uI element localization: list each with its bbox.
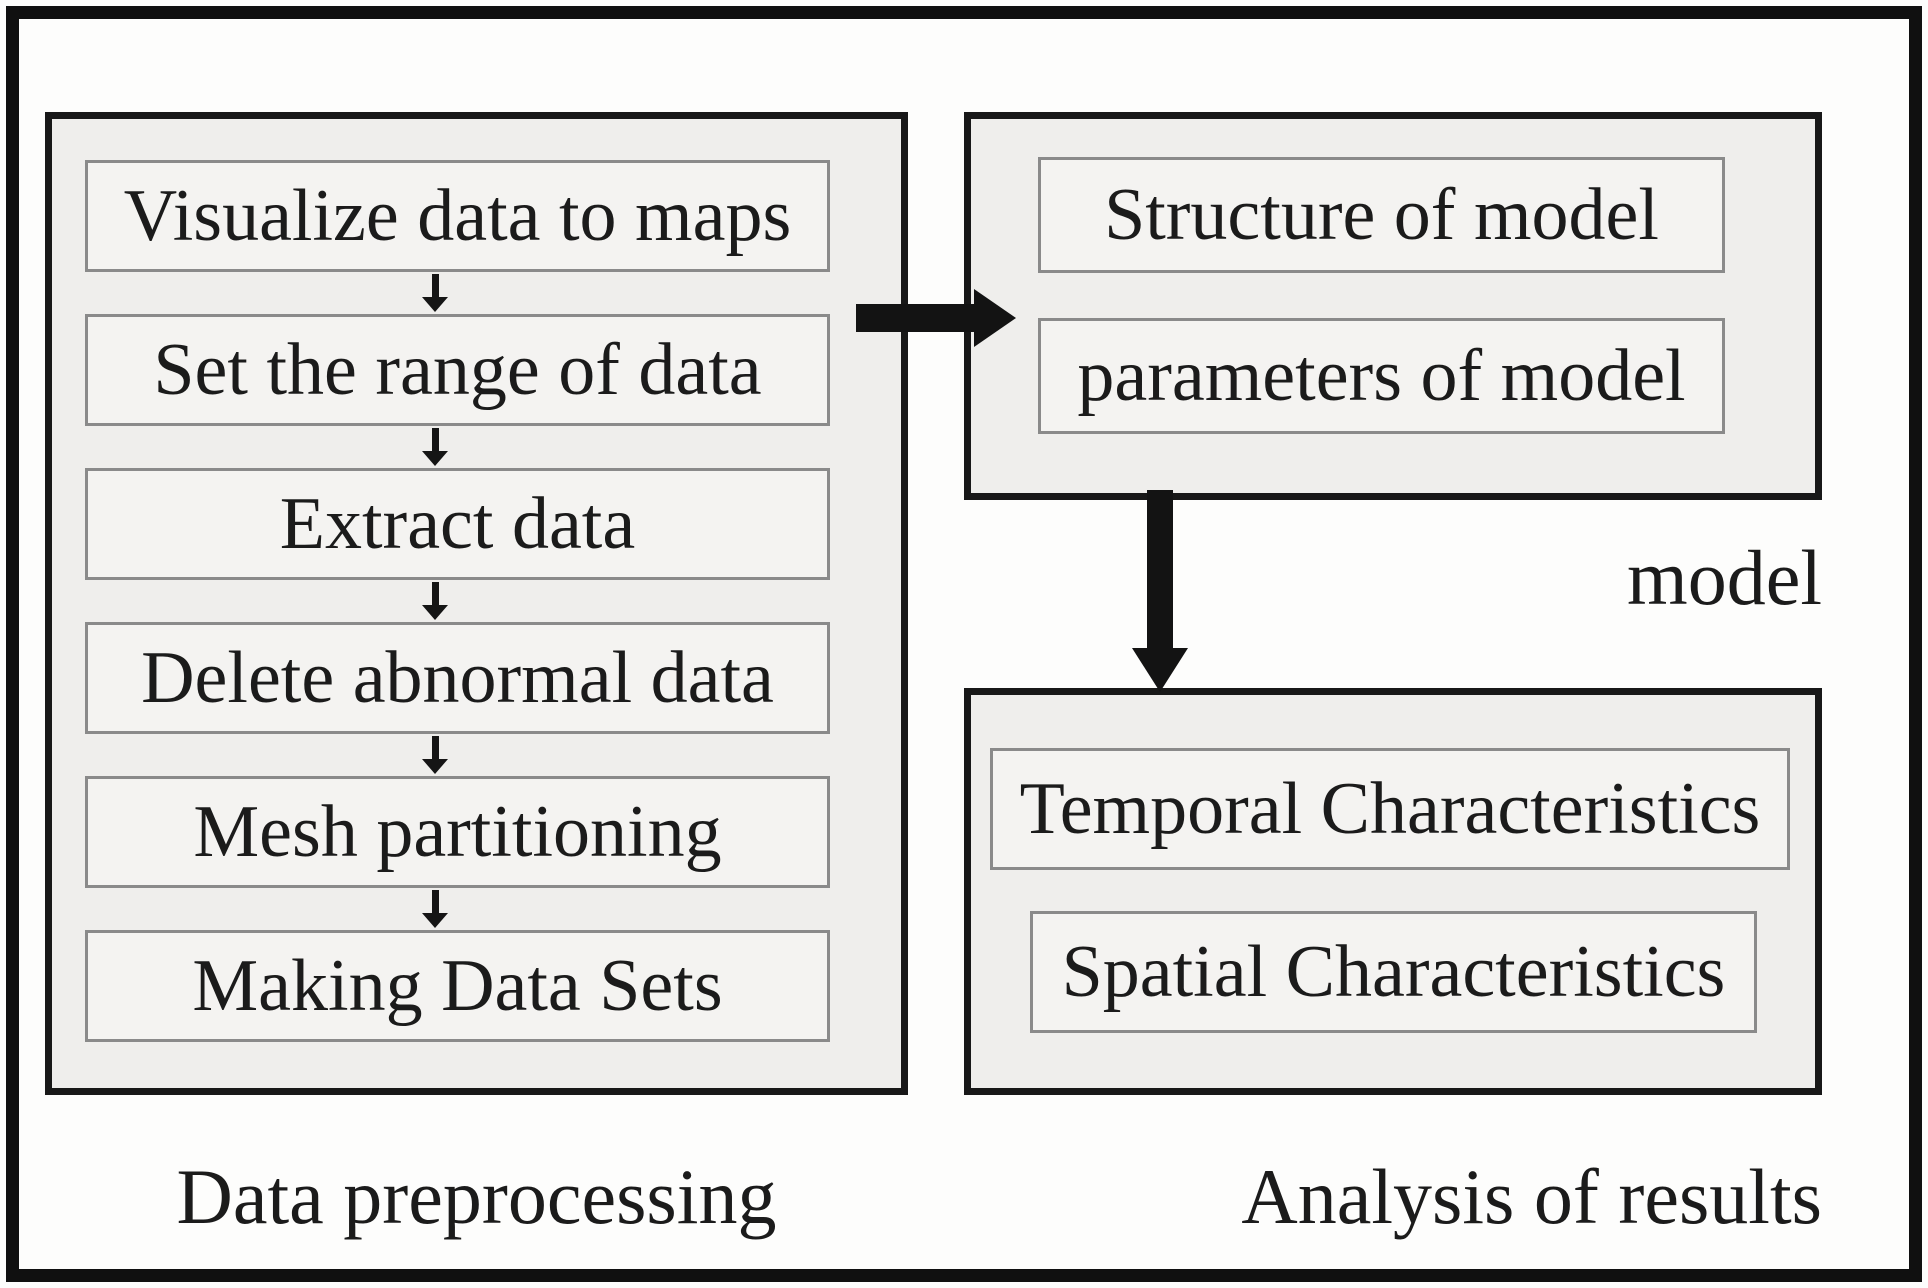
flow-down-arrow-icon	[422, 582, 448, 620]
temporal-characteristics-box: Temporal Characteristics	[990, 748, 1790, 870]
step-box-visualize-data: Visualize data to maps	[85, 160, 830, 272]
model-parameters-box: parameters of model	[1038, 318, 1725, 434]
flow-down-arrow-icon	[422, 736, 448, 774]
step-box-set-range: Set the range of data	[85, 314, 830, 426]
step-box-delete-abnormal: Delete abnormal data	[85, 622, 830, 734]
analysis-results-caption: Analysis of results	[1241, 1153, 1822, 1240]
flow-down-arrow-icon	[1132, 490, 1188, 692]
step-label: Visualize data to maps	[123, 175, 792, 257]
data-preprocessing-caption: Data preprocessing	[176, 1153, 777, 1240]
step-box-mesh-partitioning: Mesh partitioning	[85, 776, 830, 888]
spatial-characteristics-box: Spatial Characteristics	[1030, 911, 1757, 1033]
step-label: Extract data	[279, 483, 636, 565]
step-label: Delete abnormal data	[141, 637, 774, 719]
model-caption: model	[1627, 534, 1822, 621]
model-item-label: Structure of model	[1104, 174, 1659, 256]
step-box-extract-data: Extract data	[85, 468, 830, 580]
results-item-label: Temporal Characteristics	[1019, 768, 1761, 850]
flow-down-arrow-icon	[422, 274, 448, 312]
step-label: Mesh partitioning	[193, 791, 722, 873]
model-structure-box: Structure of model	[1038, 157, 1725, 273]
step-box-making-data-sets: Making Data Sets	[85, 930, 830, 1042]
flow-right-arrow-icon	[856, 289, 1016, 347]
step-label: Set the range of data	[153, 329, 762, 411]
flow-down-arrow-icon	[422, 428, 448, 466]
model-item-label: parameters of model	[1077, 335, 1686, 417]
results-item-label: Spatial Characteristics	[1061, 931, 1726, 1013]
flow-down-arrow-icon	[422, 890, 448, 928]
step-label: Making Data Sets	[192, 945, 723, 1027]
